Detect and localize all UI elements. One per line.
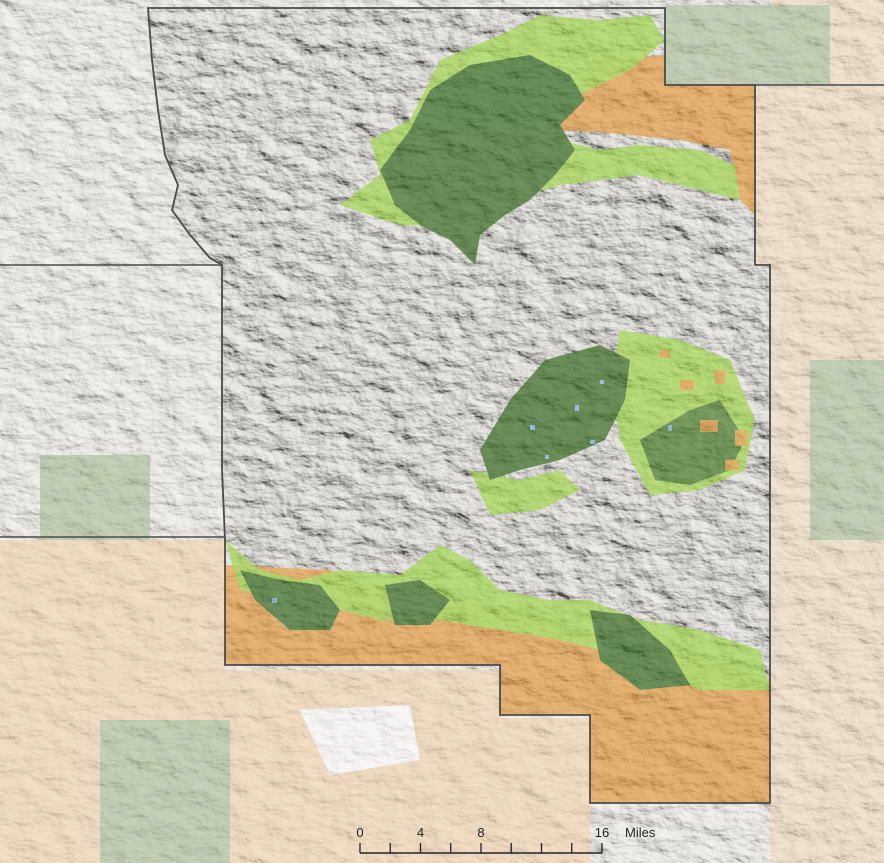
scale-bar-label: 8	[477, 825, 484, 840]
scale-bar-label: 16	[595, 825, 609, 840]
context-green-sw	[100, 720, 230, 863]
scale-bar: 0 4 8 16 Miles	[356, 825, 656, 854]
context-white-patch	[300, 705, 420, 775]
context-green-ne	[665, 5, 830, 85]
context-green-east	[810, 360, 884, 540]
scale-bar-label: 0	[356, 825, 363, 840]
scale-bar-unit-label: Miles	[625, 825, 656, 840]
scale-bar-labels: 0 4 8 16	[356, 825, 609, 840]
scale-bar-minor-ticks	[359, 843, 603, 853]
context-green-west	[40, 455, 150, 540]
scale-bar-label: 4	[417, 825, 424, 840]
neighbor-boundaries	[0, 84, 884, 538]
